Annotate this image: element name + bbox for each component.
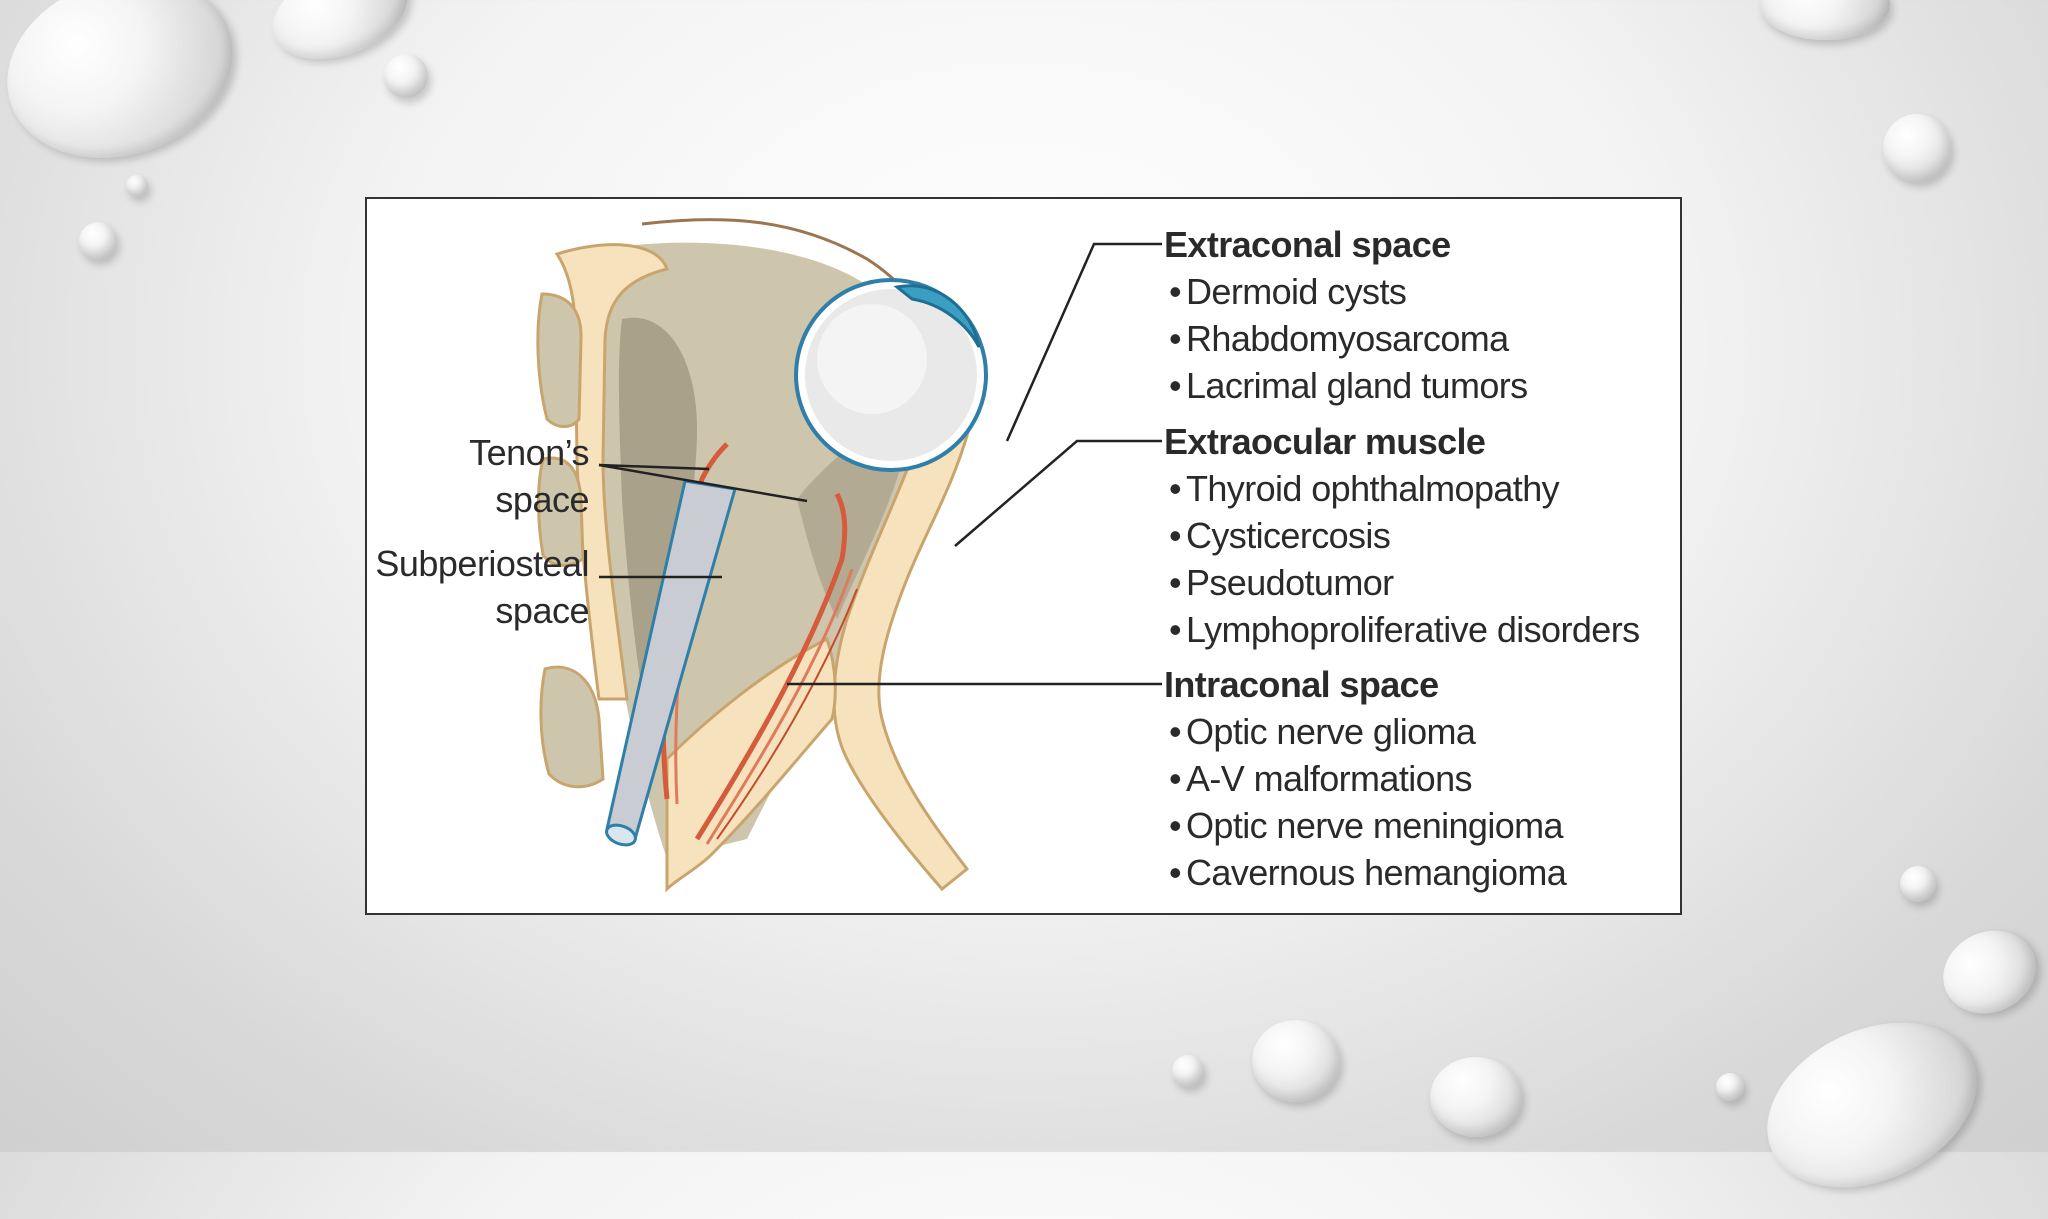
tenons-label-line1: Tenon’s <box>469 429 589 476</box>
water-drop-decoration <box>1716 1073 1744 1101</box>
list-item: •Pseudotumor <box>1164 559 1639 606</box>
intraconal-heading: Intraconal space <box>1164 661 1566 708</box>
water-drop-decoration <box>1172 1055 1204 1087</box>
list-item: •Lacrimal gland tumors <box>1164 362 1528 409</box>
bullet-icon: • <box>1164 268 1186 315</box>
list-item-text: A-V malformations <box>1186 758 1472 799</box>
globe-highlight <box>817 304 927 414</box>
subperiosteal-label-line2: space <box>375 587 589 634</box>
bullet-icon: • <box>1164 606 1186 653</box>
list-item-text: Cavernous hemangioma <box>1186 852 1566 893</box>
subperiosteal-space-label: Subperiosteal space <box>375 540 589 634</box>
sphenoid-cell <box>541 667 603 787</box>
extraocular-muscle-pointer-line <box>955 441 1162 546</box>
list-item-text: Optic nerve meningioma <box>1186 805 1563 846</box>
water-drop-decoration <box>1252 1020 1340 1102</box>
water-drop-decoration <box>1741 991 2004 1219</box>
tenons-label-line2: space <box>469 476 589 523</box>
bullet-icon: • <box>1164 465 1186 512</box>
list-item-text: Lymphoproliferative disorders <box>1186 609 1639 650</box>
water-drop-decoration <box>384 54 428 98</box>
list-item-text: Lacrimal gland tumors <box>1186 365 1528 406</box>
bullet-icon: • <box>1164 559 1186 606</box>
tenons-space-label: Tenon’s space <box>469 429 589 523</box>
ethmoid-cell <box>538 294 581 427</box>
list-item: •Cavernous hemangioma <box>1164 849 1566 896</box>
list-item-text: Thyroid ophthalmopathy <box>1186 468 1559 509</box>
list-item: •Cysticercosis <box>1164 512 1639 559</box>
list-item: •Thyroid ophthalmopathy <box>1164 465 1639 512</box>
water-drop-decoration <box>126 175 148 197</box>
bullet-icon: • <box>1164 708 1186 755</box>
extraconal-group: Extraconal space •Dermoid cysts •Rhabdom… <box>1164 221 1528 409</box>
list-item-text: Rhabdomyosarcoma <box>1186 318 1509 359</box>
bullet-icon: • <box>1164 755 1186 802</box>
list-item-text: Optic nerve glioma <box>1186 711 1475 752</box>
list-item: •A-V malformations <box>1164 755 1566 802</box>
water-drop-decoration <box>1930 916 2048 1029</box>
list-item: •Dermoid cysts <box>1164 268 1528 315</box>
water-drop-decoration <box>1883 114 1951 182</box>
extraocular-muscle-heading: Extraocular muscle <box>1164 418 1639 465</box>
water-drop-decoration <box>0 0 256 186</box>
bullet-icon: • <box>1164 512 1186 559</box>
extraconal-heading: Extraconal space <box>1164 221 1528 268</box>
orbit-diagram-panel: Tenon’s space Subperiosteal space Extrac… <box>365 197 1682 915</box>
water-drop-decoration <box>1760 0 1890 40</box>
list-item-text: Pseudotumor <box>1186 562 1394 603</box>
list-item: •Rhabdomyosarcoma <box>1164 315 1528 362</box>
intraconal-group: Intraconal space •Optic nerve glioma •A-… <box>1164 661 1566 896</box>
list-item: •Optic nerve meningioma <box>1164 802 1566 849</box>
list-item-text: Dermoid cysts <box>1186 271 1406 312</box>
water-drop-decoration <box>79 222 117 260</box>
bullet-icon: • <box>1164 802 1186 849</box>
water-drop-decoration <box>1900 866 1936 902</box>
list-item: •Optic nerve glioma <box>1164 708 1566 755</box>
extraocular-muscle-group: Extraocular muscle •Thyroid ophthalmopat… <box>1164 418 1639 653</box>
bullet-icon: • <box>1164 362 1186 409</box>
subperiosteal-label-line1: Subperiosteal <box>375 540 589 587</box>
bullet-icon: • <box>1164 849 1186 896</box>
bullet-icon: • <box>1164 315 1186 362</box>
list-item-text: Cysticercosis <box>1186 515 1390 556</box>
list-item: •Lymphoproliferative disorders <box>1164 606 1639 653</box>
extraconal-pointer-line <box>1007 244 1162 441</box>
water-drop-decoration <box>1430 1057 1522 1137</box>
